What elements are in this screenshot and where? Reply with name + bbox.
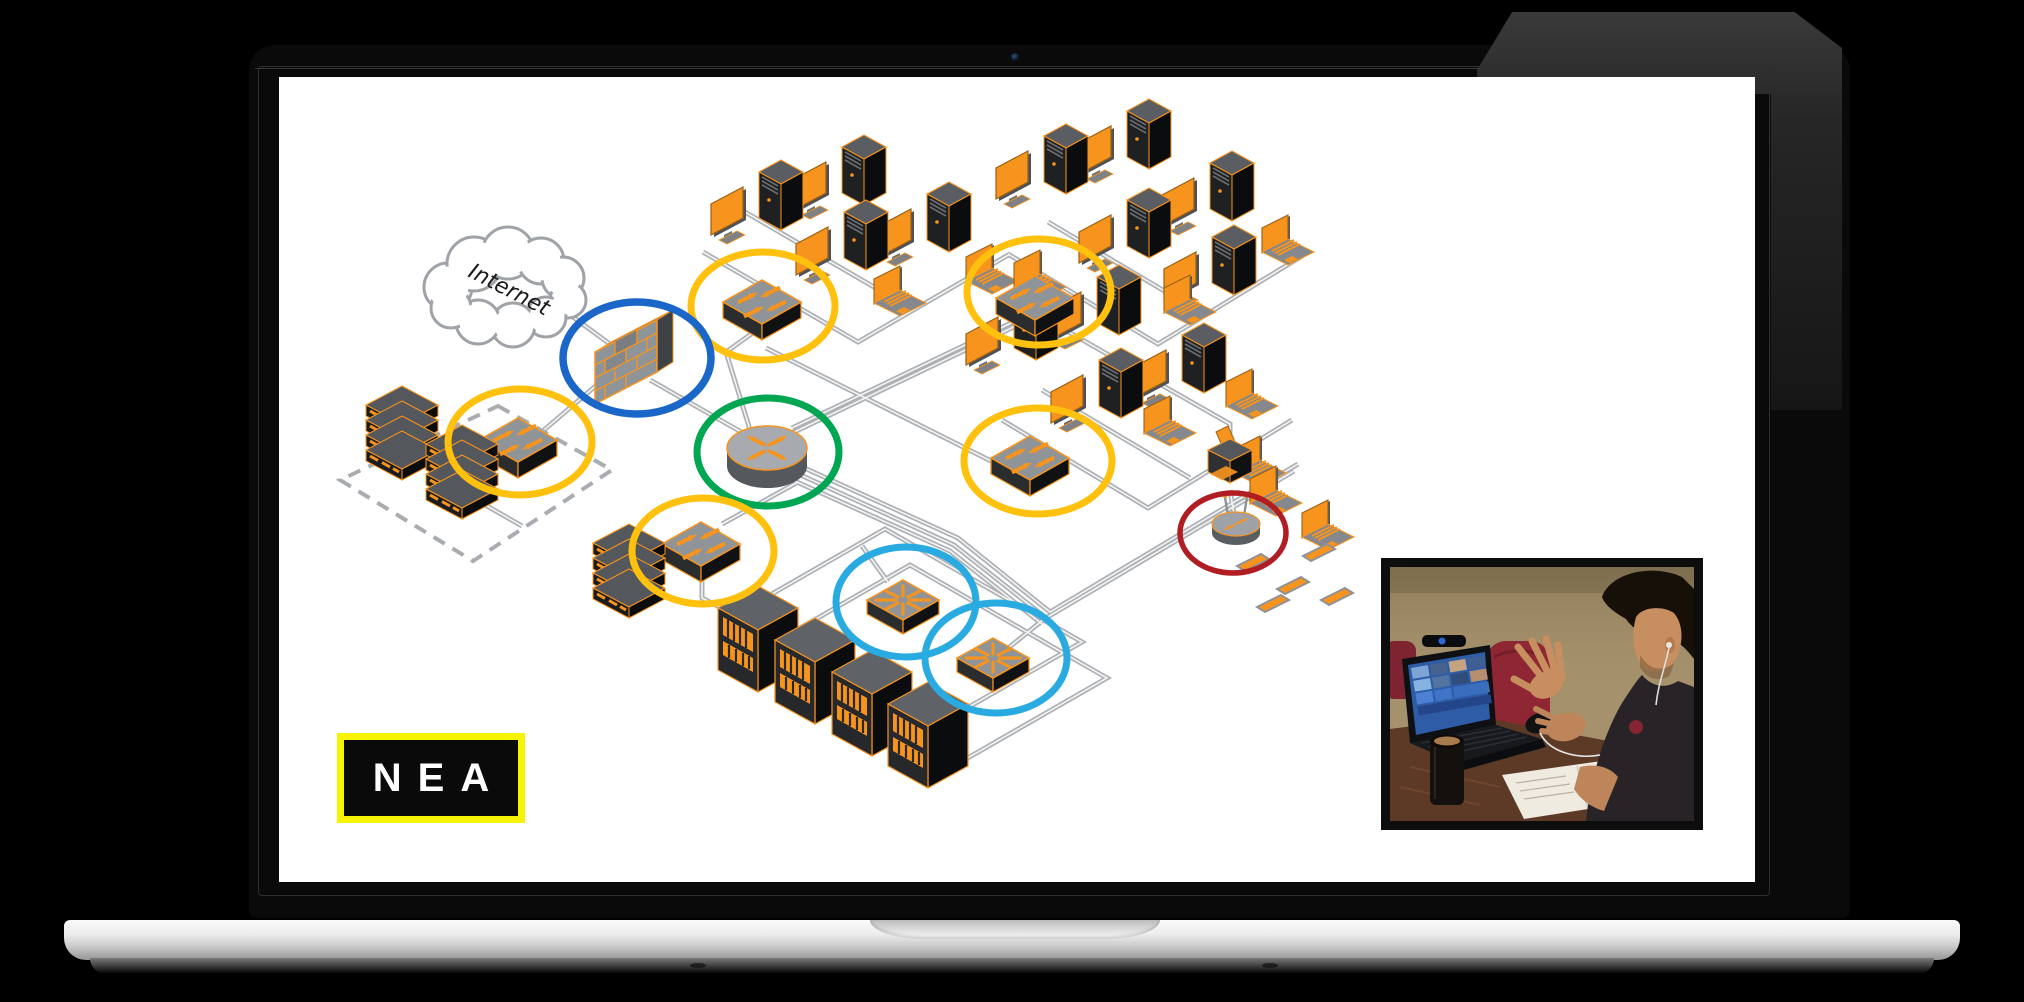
hub-1-icon — [865, 578, 941, 636]
server-tower-icon — [886, 680, 970, 790]
switch-bottom-left-icon — [662, 522, 740, 582]
switch-bottom-left-highlight — [628, 494, 778, 608]
tablet-icon — [1276, 576, 1310, 595]
presenter-face — [1633, 608, 1682, 672]
router-highlight — [693, 394, 843, 510]
switch-top-center-highlight — [687, 248, 839, 364]
access-point-highlight — [1177, 490, 1289, 576]
mouse-cable — [1539, 732, 1601, 757]
hub-2-icon — [955, 636, 1031, 694]
laptop-icon — [1225, 368, 1279, 420]
earbud — [1666, 642, 1672, 648]
workstation-icon — [710, 159, 804, 245]
laptop-base — [64, 920, 1960, 960]
nea-logo-text: NEA — [372, 755, 506, 800]
presenter-video — [1381, 558, 1703, 830]
tablet-icon — [1256, 594, 1290, 613]
workstation-icon — [995, 123, 1089, 209]
base-foot — [1262, 963, 1278, 968]
hub-2-highlight — [921, 599, 1071, 717]
firewall-icon — [594, 309, 674, 405]
switch-mid-right-icon — [991, 436, 1069, 496]
highlight-circles — [444, 235, 1289, 717]
base-notch — [870, 920, 1160, 939]
presenter-video-scene — [1390, 567, 1694, 821]
conference-laptop — [1402, 635, 1546, 771]
workstation-icon — [878, 181, 972, 267]
nea-logo: NEA — [337, 733, 525, 823]
base-foot — [690, 963, 706, 968]
router-icon — [727, 426, 807, 488]
firewall-highlight — [559, 298, 715, 418]
raised-hand — [1510, 635, 1566, 695]
server-stack-icon — [593, 524, 665, 618]
webcam-dot — [1011, 53, 1019, 61]
workstation-icon — [1161, 150, 1255, 236]
tablet-icon — [1320, 587, 1354, 606]
screen-bezel — [258, 66, 1770, 896]
switch-mid-right-highlight — [960, 404, 1116, 518]
internet-cloud: Internet — [422, 225, 588, 349]
lid-edge-highlight — [255, 68, 1479, 69]
laptop-icon — [1261, 214, 1315, 266]
switch-left-highlight — [444, 385, 596, 499]
network-diagram: Internet — [335, 98, 1355, 790]
switch-top-right-highlight — [963, 235, 1115, 349]
print-server-icon — [1207, 425, 1253, 484]
presenter — [1510, 570, 1694, 821]
base-underside — [90, 958, 1934, 974]
coffee-tumbler — [1430, 734, 1464, 805]
laptop-screen: Internet — [279, 77, 1755, 882]
laptop-icon — [1301, 499, 1355, 551]
workstation-icon — [1050, 347, 1144, 433]
workstation-icon — [1078, 98, 1172, 184]
switch-top-center-icon — [723, 280, 801, 340]
tablet-icon — [1302, 543, 1336, 562]
